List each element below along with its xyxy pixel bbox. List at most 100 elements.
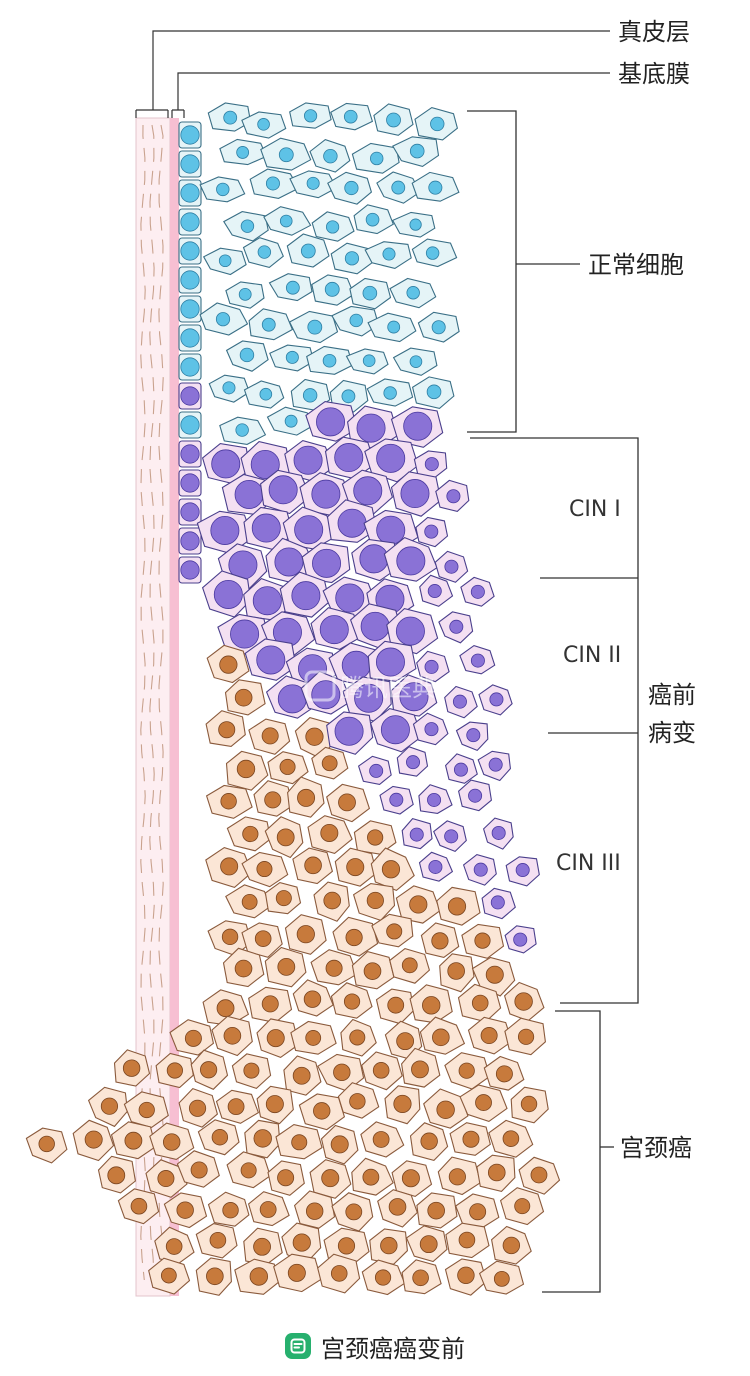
- cancer-cell-nucleus: [265, 1095, 284, 1114]
- cin-cell-nucleus: [234, 479, 264, 509]
- normal-cell-nucleus: [222, 381, 236, 395]
- cin-cell-nucleus: [490, 895, 505, 910]
- normal-cell-nucleus: [215, 312, 231, 327]
- cin-cell-nucleus: [400, 479, 430, 509]
- cancer-cell-nucleus: [304, 856, 322, 875]
- cancer-cell-nucleus: [124, 1131, 143, 1150]
- cancer-cell-nucleus: [313, 1102, 331, 1120]
- normal-cell-nucleus: [240, 219, 255, 233]
- dermis-fiber: [158, 124, 164, 1281]
- cancer-cell-nucleus: [297, 788, 316, 807]
- cancer-cell-nucleus: [227, 1098, 245, 1116]
- normal-cell-nucleus: [383, 386, 397, 400]
- cancer-cell-nucleus: [420, 1132, 438, 1150]
- normal-cell-nucleus: [180, 415, 200, 435]
- cin-cell-nucleus: [250, 449, 280, 479]
- cin-cell-nucleus: [376, 515, 406, 545]
- cin-cell-nucleus: [337, 508, 367, 538]
- cin-cell-nucleus: [396, 546, 426, 576]
- cancer-cell-nucleus: [520, 1095, 538, 1113]
- cancer-cell-nucleus: [386, 923, 403, 940]
- caption-bar: 宫颈癌癌变前: [0, 1326, 750, 1366]
- normal-cell-nucleus: [239, 347, 255, 363]
- normal-cell-nucleus: [343, 109, 358, 124]
- cancer-cell-nucleus: [222, 1202, 239, 1219]
- basement-membrane-label: 基底膜: [618, 60, 690, 88]
- cancer-cell-nucleus: [100, 1097, 119, 1115]
- cancer-cell-nucleus: [130, 1197, 148, 1215]
- precancer-label-line2: 病变: [648, 719, 696, 747]
- cancer-cell-nucleus: [363, 962, 382, 980]
- cancer-cell-nucleus: [436, 1100, 455, 1119]
- cin-cell-nucleus: [252, 586, 282, 616]
- normal-cell-nucleus: [431, 320, 446, 335]
- cin-cell-nucleus: [468, 788, 483, 803]
- cervical-cancer-bracket: [542, 1010, 614, 1293]
- cancer-cell-nucleus: [495, 1065, 513, 1083]
- cancer-cell-nucleus: [325, 959, 343, 977]
- cancer-cell-nucleus: [412, 1269, 429, 1287]
- cancer-cell-nucleus: [458, 1062, 475, 1079]
- cancer-cell-nucleus: [345, 1203, 363, 1221]
- cin-cell-nucleus: [334, 443, 364, 473]
- cancer-cell-nucleus: [530, 1166, 548, 1184]
- cancer-cell-nucleus: [517, 1028, 535, 1045]
- cancer-cell-nucleus: [138, 1101, 155, 1119]
- cin-cell-nucleus: [375, 647, 405, 677]
- normal-cells-bracket: [467, 110, 580, 433]
- cancer-cell-nucleus: [372, 1131, 390, 1148]
- cin-cell-nucleus: [380, 715, 410, 745]
- cancer-cell-nucleus: [387, 996, 405, 1014]
- cancer-cell-nucleus: [480, 1027, 498, 1045]
- cancer-cell-nucleus: [409, 895, 428, 914]
- normal-cell-nucleus: [406, 286, 420, 300]
- normal-cell-nucleus: [370, 151, 384, 166]
- cancer-cell-nucleus: [160, 1267, 177, 1284]
- cancer-cell-nucleus: [38, 1135, 55, 1153]
- cin-cell-nucleus: [376, 443, 406, 473]
- cin1-label: CIN I: [569, 497, 621, 522]
- normal-cell-nucleus: [324, 281, 340, 297]
- cin-cell-nucleus: [427, 584, 442, 599]
- cancer-cell-nucleus: [320, 823, 339, 842]
- cancer-cell-nucleus: [220, 857, 239, 876]
- cancer-cell-nucleus: [279, 758, 296, 775]
- dermis-leader: [135, 30, 610, 118]
- cancer-cell-nucleus: [266, 1029, 285, 1048]
- cancer-cell-nucleus: [166, 1062, 183, 1079]
- caption-text: 宫颈癌癌变前: [321, 1334, 465, 1363]
- cin-cell-nucleus: [389, 792, 404, 807]
- watermark-text: 腾讯医典: [340, 674, 436, 702]
- normal-cell-nucleus: [425, 246, 440, 260]
- watermark: 腾讯医典: [304, 670, 436, 702]
- normal-cell-nucleus: [426, 384, 442, 400]
- cin-cell-nucleus: [354, 683, 384, 713]
- normal-cell-nucleus: [285, 280, 300, 295]
- normal-cell-nucleus: [180, 125, 200, 145]
- normal-cell-nucleus: [323, 148, 338, 164]
- cancer-cell-nucleus: [200, 1061, 218, 1079]
- normal-cell-nucleus: [180, 241, 200, 261]
- normal-cell-nucleus: [322, 353, 337, 368]
- cancer-cell-nucleus: [337, 1237, 356, 1255]
- cancer-cell-nucleus: [303, 990, 322, 1008]
- cancer-cell-nucleus: [188, 1099, 207, 1117]
- basement-membrane-leader: [171, 72, 610, 118]
- cancer-cell-nucleus: [261, 727, 279, 745]
- normal-cell-nucleus: [279, 214, 293, 228]
- cancer-cell-nucleus: [372, 1062, 390, 1079]
- cancer-cell-nucleus: [366, 891, 384, 910]
- basement-membrane: [170, 118, 179, 1296]
- normal-cell-nucleus: [235, 423, 249, 437]
- normal-cell-nucleus: [428, 180, 443, 195]
- cancer-cell-nucleus: [469, 1203, 487, 1221]
- normal-cell-nucleus: [303, 109, 318, 123]
- cin2-label: CIN II: [563, 643, 621, 668]
- cin-cell-nucleus: [409, 827, 424, 842]
- cin-cell-nucleus: [424, 722, 439, 737]
- cin-cell-nucleus: [395, 616, 425, 646]
- normal-cell-nucleus: [278, 147, 294, 163]
- normal-cell-nucleus: [344, 180, 359, 196]
- cancer-cell-nucleus: [338, 793, 356, 812]
- cancer-cell-nucleus: [165, 1238, 183, 1255]
